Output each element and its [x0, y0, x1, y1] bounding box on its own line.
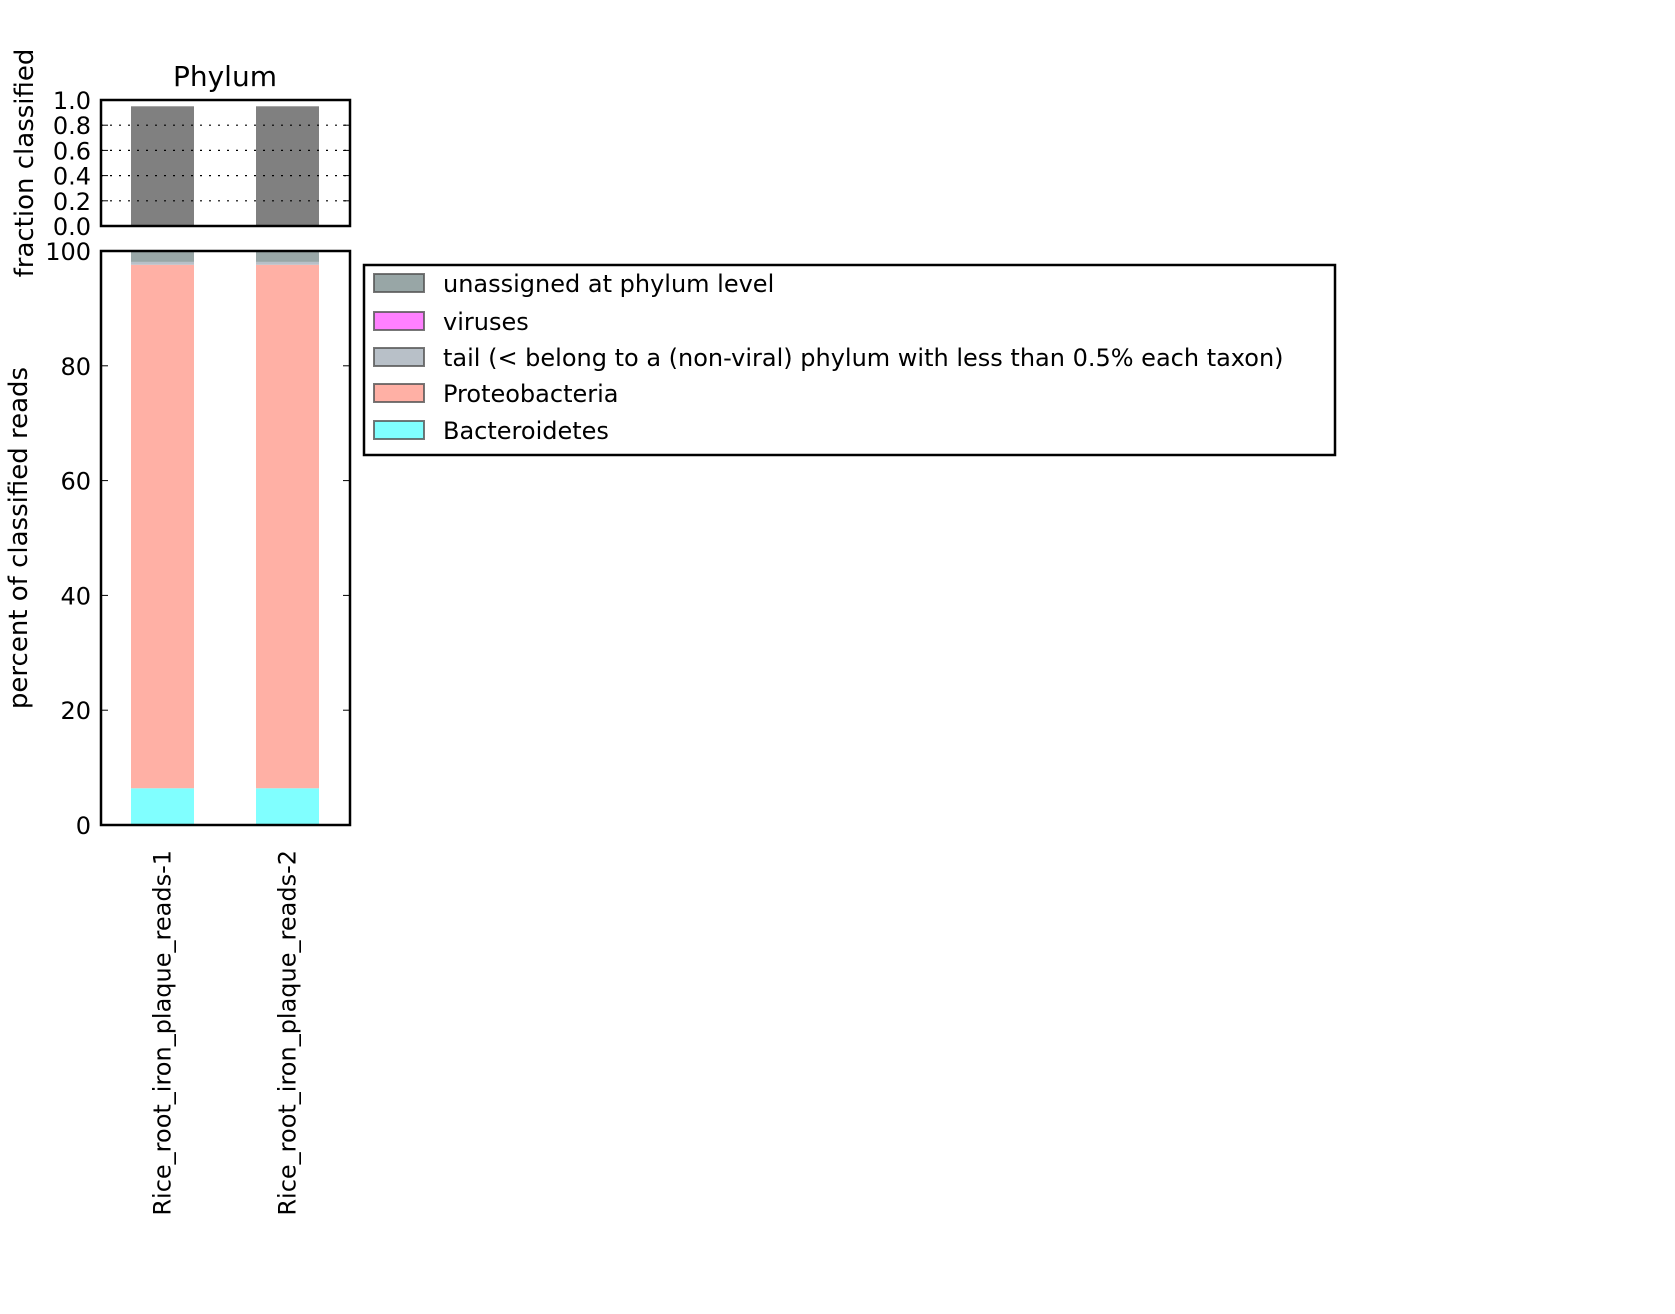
stacked-bar-segment — [256, 251, 319, 262]
y-tick-label: 0.4 — [53, 163, 91, 191]
bottom-y-axis-label: percent of classified reads — [4, 367, 34, 709]
y-tick-label: 0.8 — [53, 112, 91, 140]
x-tick-label: Rice_root_iron_plaque_reads-2 — [274, 850, 302, 1216]
legend-label: viruses — [443, 308, 529, 336]
y-tick-label: 40 — [60, 582, 91, 610]
legend-label: Proteobacteria — [443, 380, 619, 408]
legend-label: Bacteroidetes — [443, 417, 609, 445]
y-tick-label: 0 — [76, 812, 91, 840]
y-tick-label: 20 — [60, 697, 91, 725]
bottom-panel-frame — [99, 249, 352, 827]
chart-title: Phylum — [173, 60, 277, 93]
stacked-bar-segment — [256, 264, 319, 789]
stacked-bar-segment — [131, 251, 194, 262]
stacked-bar-segment — [256, 788, 319, 825]
fraction-bar — [131, 106, 194, 226]
legend-label: unassigned at phylum level — [443, 270, 774, 298]
stacked-bar-segment — [131, 261, 194, 265]
legend-swatch — [373, 383, 425, 403]
legend-frame — [362, 263, 1337, 457]
y-tick-label: 80 — [60, 353, 91, 381]
legend-swatch — [373, 311, 425, 331]
fraction-bar — [256, 106, 319, 226]
legend-swatch — [373, 420, 425, 440]
percent-reads-panel: 0 20 40 60 80 100 — [45, 238, 352, 840]
x-tick-label: Rice_root_iron_plaque_reads-1 — [149, 850, 177, 1216]
stacked-bar-segment — [131, 264, 194, 789]
y-tick-label: 100 — [45, 238, 91, 266]
fraction-classified-panel: 0.00.20.40.60.81.0 — [53, 87, 352, 241]
stacked-bar-segment — [131, 788, 194, 825]
y-tick-label: 60 — [60, 468, 91, 496]
legend-swatch — [373, 347, 425, 367]
x-tick-labels: Rice_root_iron_plaque_reads-1 Rice_root_i… — [149, 850, 302, 1216]
legend: unassigned at phylum level viruses tail (<… — [362, 263, 1337, 457]
legend-swatch — [373, 273, 425, 293]
legend-label: tail (< belong to a (non-viral) phylum w… — [443, 344, 1284, 372]
y-tick-label: 0.6 — [53, 137, 91, 165]
y-tick-label: 0.2 — [53, 188, 91, 216]
y-tick-label: 0.0 — [53, 213, 91, 241]
stacked-bar-segment — [256, 261, 319, 265]
top-panel-frame — [99, 98, 352, 228]
top-y-axis-label: fraction classified — [10, 49, 40, 278]
y-tick-label: 1.0 — [53, 87, 91, 115]
